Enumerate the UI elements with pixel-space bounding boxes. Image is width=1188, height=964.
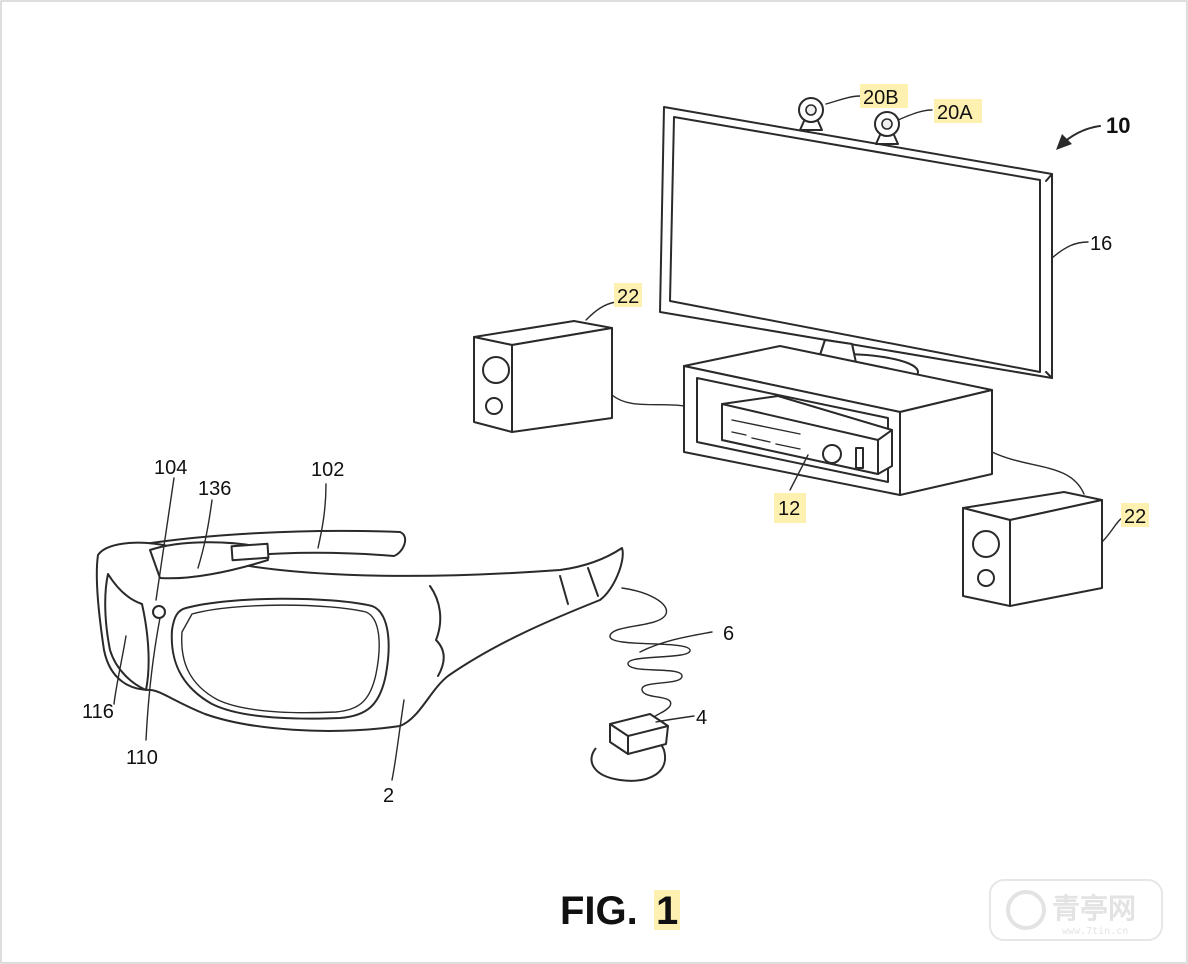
label-10: 10 bbox=[1106, 113, 1130, 138]
watermark-text: 青亭网 bbox=[1052, 892, 1136, 925]
label-16: 16 bbox=[1090, 233, 1112, 255]
leader-lines bbox=[113, 95, 1123, 781]
watermark-sub: www.7tin.cn bbox=[1062, 926, 1128, 937]
speaker-wire-left bbox=[611, 394, 685, 407]
speaker-wire-right bbox=[991, 451, 1085, 495]
label-6: 6 bbox=[723, 623, 734, 645]
label-136: 136 bbox=[198, 478, 231, 500]
figure-caption-prefix: FIG. bbox=[560, 889, 638, 933]
label-12: 12 bbox=[778, 498, 800, 520]
label-102: 102 bbox=[311, 459, 344, 481]
cable-6 bbox=[609, 587, 691, 721]
figure-number-highlight bbox=[654, 890, 680, 930]
label-20a-highlight bbox=[934, 99, 982, 123]
speaker-right bbox=[962, 491, 1103, 607]
label-104: 104 bbox=[154, 457, 187, 479]
label-20b-highlight bbox=[860, 84, 908, 108]
watermark-logo-icon bbox=[1006, 890, 1046, 930]
label-22-right-highlight bbox=[1121, 503, 1149, 527]
camera-20b-icon bbox=[798, 97, 824, 131]
label-20a: 20A bbox=[937, 102, 973, 124]
smart-glasses bbox=[95, 529, 624, 732]
camera-20a-icon bbox=[874, 111, 900, 145]
figure-caption-number: 1 bbox=[656, 889, 678, 933]
label-22-right: 22 bbox=[1124, 506, 1146, 528]
label-12-highlight bbox=[774, 493, 806, 523]
label-116: 116 bbox=[82, 701, 114, 723]
label-22-left-highlight bbox=[614, 283, 642, 307]
label-2: 2 bbox=[383, 785, 394, 807]
television bbox=[659, 106, 1053, 391]
wristband bbox=[590, 713, 669, 782]
watermark: 青亭网 www.7tin.cn bbox=[989, 879, 1163, 941]
label-110: 110 bbox=[126, 747, 158, 769]
label-4: 4 bbox=[696, 707, 707, 729]
arrow-10-icon bbox=[1056, 125, 1101, 150]
label-20b: 20B bbox=[863, 87, 899, 109]
speaker-left bbox=[473, 320, 613, 433]
game-console bbox=[721, 395, 893, 475]
label-22-left: 22 bbox=[617, 286, 639, 308]
